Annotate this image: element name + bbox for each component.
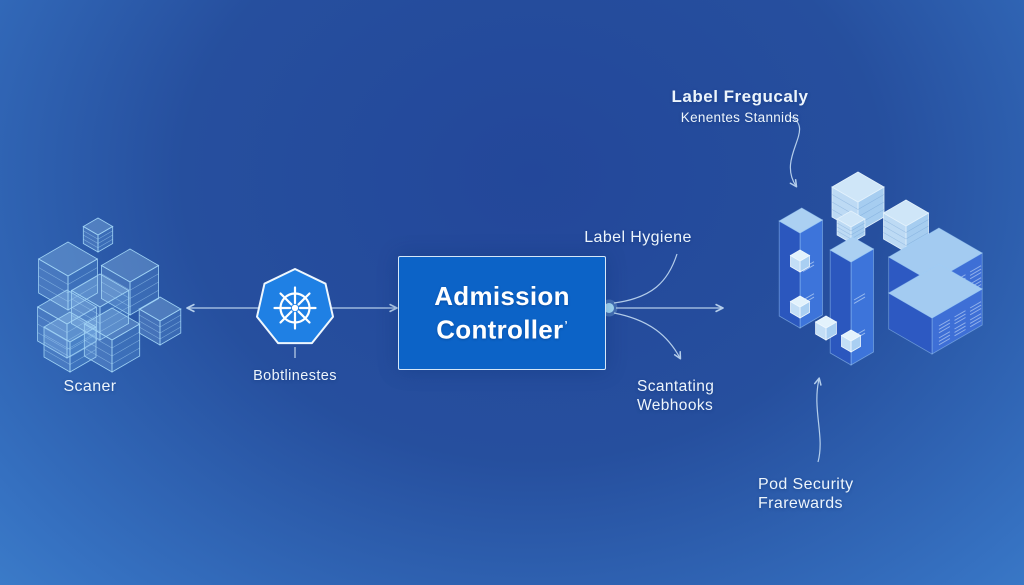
connector-curve-up <box>613 253 678 304</box>
admission-line1: Admission <box>434 281 570 312</box>
scanner-label: Scaner <box>63 378 117 395</box>
frequency-line2: Kenentes Stannids <box>680 110 800 125</box>
kubernetes-logo <box>256 268 334 345</box>
webhooks-line1: Scantating <box>637 378 715 395</box>
connector-curve-down <box>613 312 682 360</box>
arrow-podsecurity-to-servers <box>813 377 822 463</box>
scanner-containers-illustration <box>36 217 182 373</box>
pod-security-line1: Pod Security <box>758 476 854 493</box>
webhooks-label: Scantating Webhooks <box>637 377 714 415</box>
webhooks-line2: Webhooks <box>637 397 714 414</box>
label-hygiene: Label Hygiene <box>584 229 692 246</box>
frequency-line1: Label Fregucaly <box>671 87 809 106</box>
arrow-frequency-to-servers <box>788 115 801 188</box>
frequency-label: Label Fregucaly Kenentes Stannids <box>660 87 820 127</box>
pod-security-label: Pod Security Frarewards <box>758 475 854 513</box>
admission-line2: Controllerʼ <box>436 314 568 345</box>
kubernetes-label: Bobtlinestes <box>253 368 337 384</box>
server-cluster-illustration <box>778 171 983 366</box>
admission-controller-box: Admission Controllerʼ <box>398 256 606 370</box>
controller-mark: ʼ <box>564 320 568 333</box>
pod-security-line2: Frarewards <box>758 495 843 512</box>
